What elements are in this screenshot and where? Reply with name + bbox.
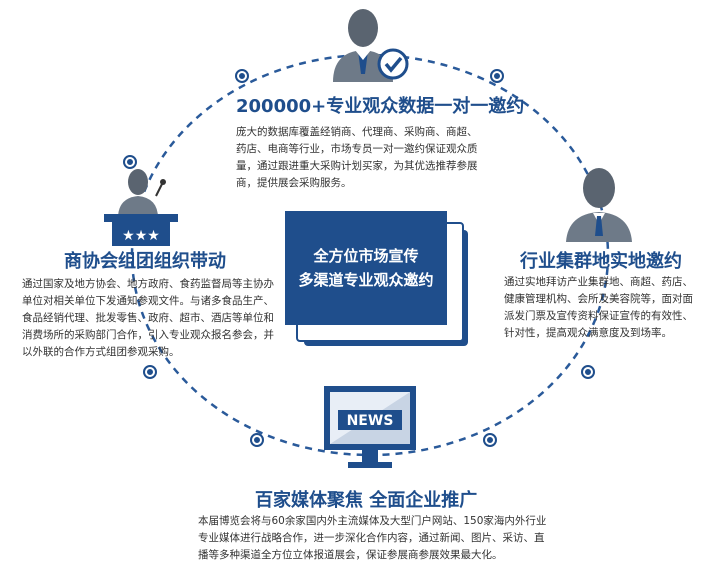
- bottom-title: 百家媒体聚焦 全面企业推广: [255, 490, 478, 511]
- top-body: 庞大的数据库覆盖经销商、代理商、采购商、商超、药店、电商等行业，市场专员一对一邀…: [236, 126, 478, 189]
- left-body: 通过国家及地方协会、地方政府、食药监督局等主协办单位对相关单位下发通知参观文件。…: [22, 278, 274, 358]
- news-monitor-icon: NEWS: [324, 386, 416, 468]
- news-label: NEWS: [347, 413, 394, 429]
- center-box: 全方位市场宣传 多渠道专业观众邀约: [286, 212, 446, 324]
- left-title: 商协会组团组织带动: [64, 251, 226, 272]
- businessman-check-icon: [333, 9, 409, 82]
- top-title: 200000+专业观众数据一对一邀约: [236, 96, 525, 117]
- center-line-1: 全方位市场宣传: [313, 247, 419, 265]
- svg-text:★★★: ★★★: [122, 228, 160, 244]
- businessman-icon: [566, 168, 632, 242]
- center-line-2: 多渠道专业观众邀约: [298, 271, 434, 289]
- bottom-body: 本届博览会将与60余家国内外主流媒体及大型门户网站、150家海内外行业专业媒体进…: [198, 515, 547, 561]
- right-title: 行业集群地实地邀约: [520, 251, 682, 272]
- right-body: 通过实地拜访产业集群地、商超、药店、健康管理机构、会所及美容院等，面对面派发门票…: [504, 276, 693, 339]
- podium-speaker-icon: ★★★: [104, 169, 178, 246]
